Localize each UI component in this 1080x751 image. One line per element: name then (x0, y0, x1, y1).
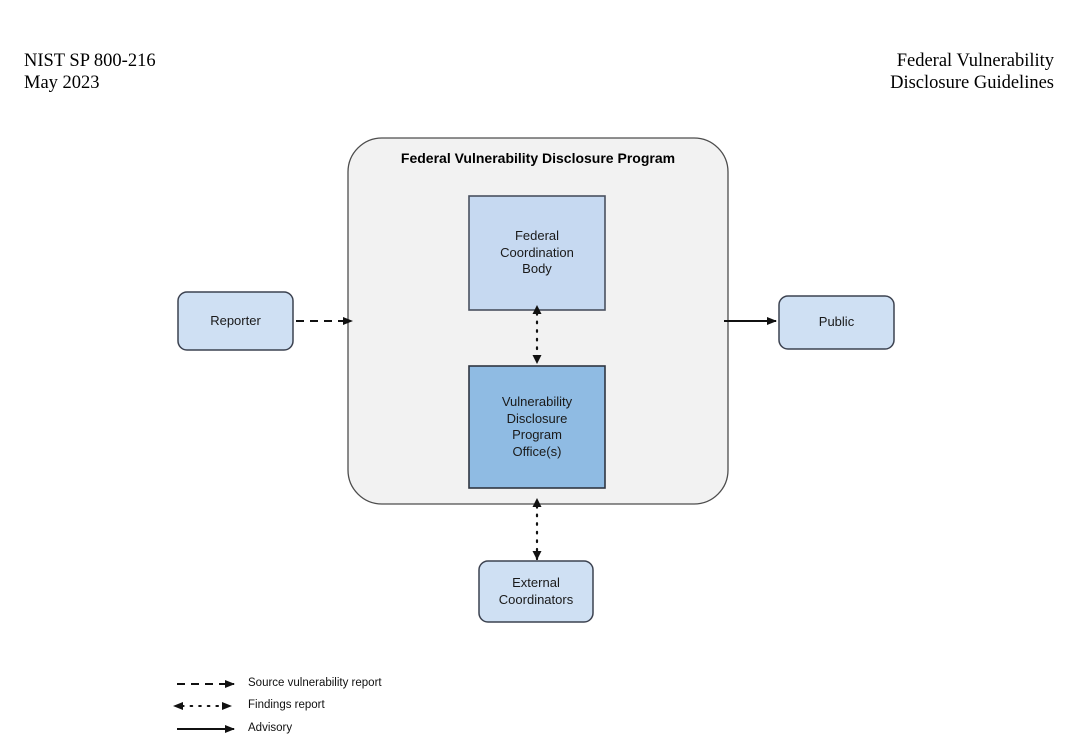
page-header: NIST SP 800-216 May 2023 Federal Vulnera… (0, 0, 1080, 120)
legend-label-findings-report: Findings report (248, 699, 325, 711)
legend-label-advisory: Advisory (248, 722, 293, 734)
document-id-header: NIST SP 800-216 May 2023 (24, 51, 156, 93)
document-title-header: Federal Vulnerability Disclosure Guideli… (890, 51, 1054, 93)
public-node[interactable] (778, 295, 895, 350)
program-group-title: Federal Vulnerability Disclosure Program (400, 150, 676, 166)
vdp-office-node[interactable] (468, 365, 606, 489)
reporter-node[interactable] (177, 291, 294, 351)
external-coordinators-node[interactable] (478, 560, 594, 623)
federal-coordination-body-node[interactable] (468, 195, 606, 311)
legend-label-source-vulnerability-report: Source vulnerability report (248, 677, 382, 689)
